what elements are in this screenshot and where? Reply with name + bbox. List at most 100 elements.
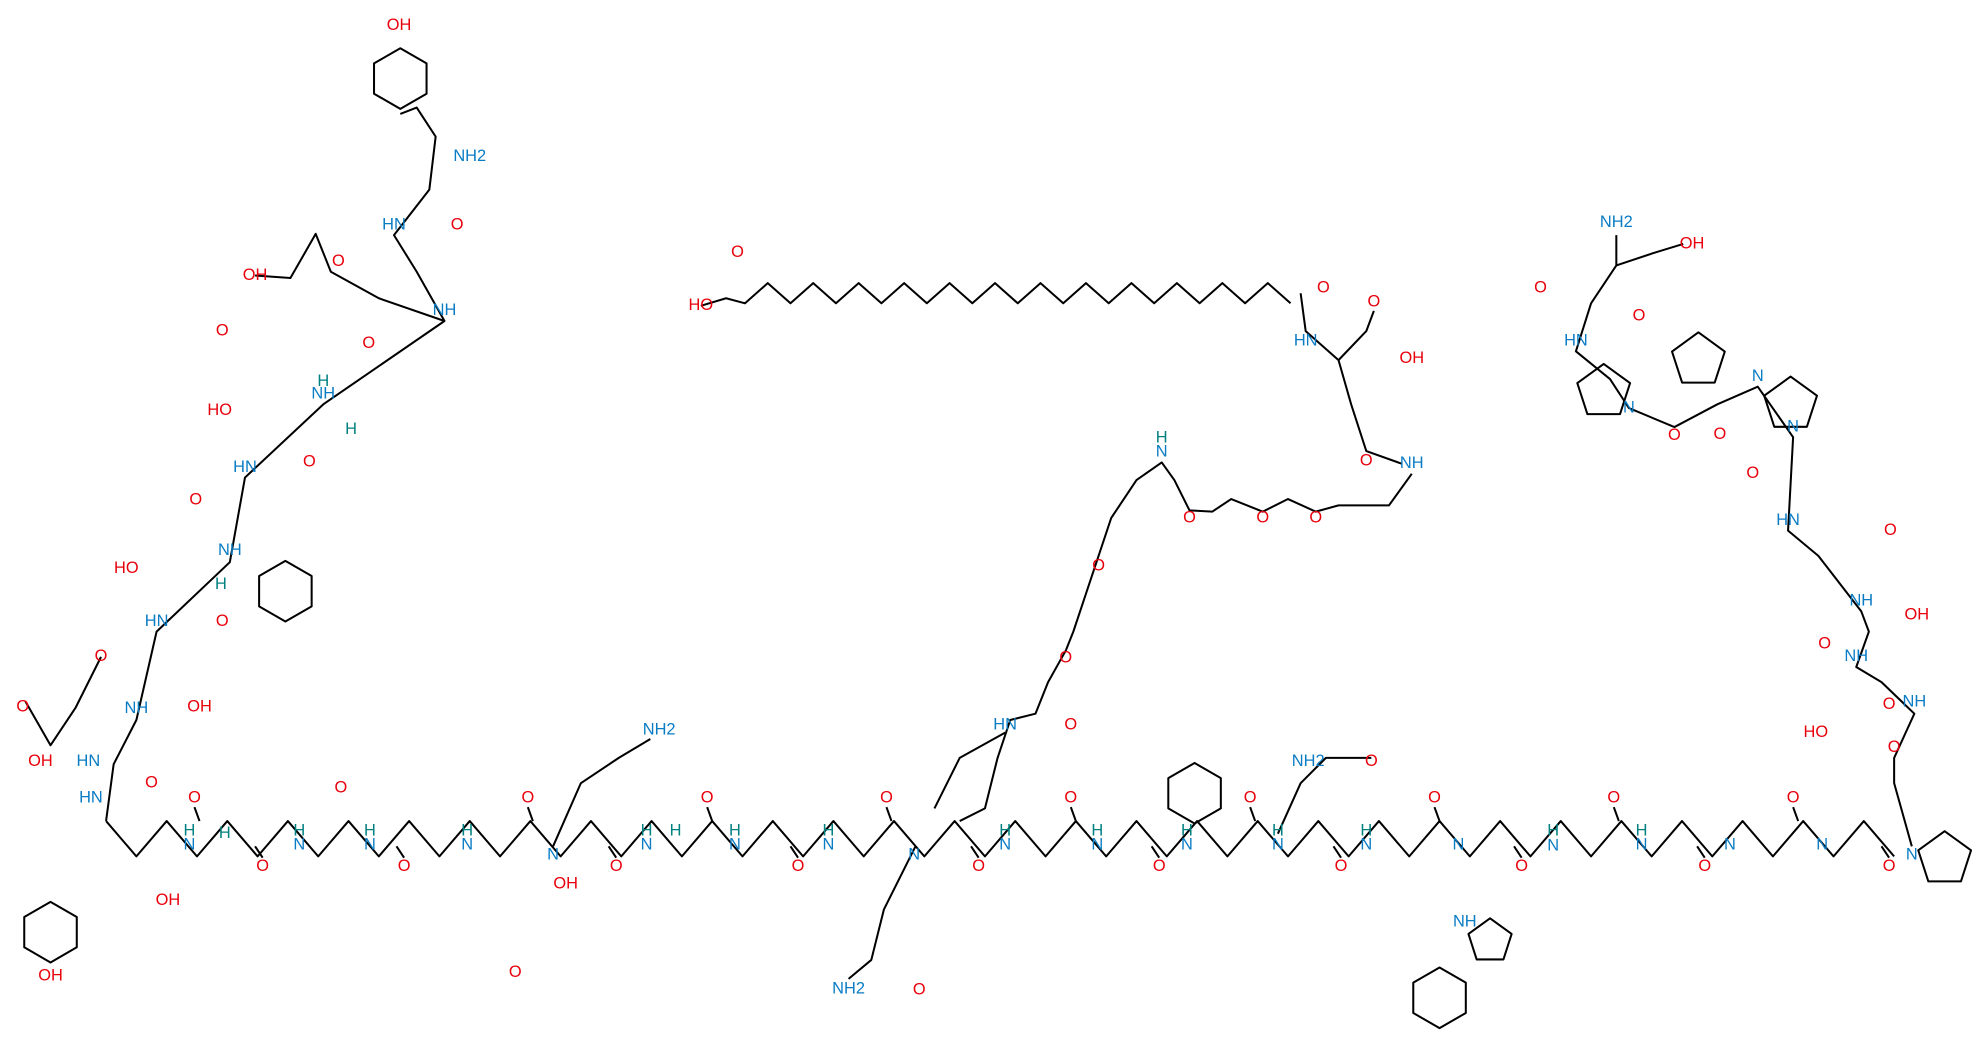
atom-label-o: O: [362, 334, 375, 352]
atom-label-o: O: [1256, 508, 1269, 526]
atom-label-hn: HN: [77, 752, 101, 770]
atom-label-o: O: [1360, 451, 1373, 469]
carbonyl-bond: [526, 806, 534, 822]
atom-label-h: H: [670, 821, 682, 839]
atom-label-h: H: [1091, 821, 1103, 839]
gln-sidechain-bond: [1276, 756, 1372, 835]
atom-label-n: N: [1906, 845, 1918, 863]
atom-label-o: O: [1633, 306, 1646, 324]
carbonyl-bond: [193, 806, 201, 822]
atom-label-n: N: [822, 835, 834, 853]
atom-label-o: O: [398, 857, 411, 875]
carbonyl-bond: [1880, 845, 1890, 859]
atom-label-n: N: [364, 835, 376, 853]
backbone-bond: [105, 820, 1895, 858]
atom-label-nh: NH: [1844, 647, 1868, 665]
atom-label-o: O: [1698, 857, 1711, 875]
atom-label-o: O: [256, 857, 269, 875]
carbonyl-bond: [970, 845, 980, 859]
atom-label-oh: OH: [1680, 234, 1705, 252]
atom-label-o: O: [1064, 789, 1077, 807]
atom-label-o: O: [216, 321, 229, 339]
atom-label-o: O: [189, 491, 202, 509]
atom-label-nh: NH: [1453, 912, 1477, 930]
atom-label-o: O: [972, 857, 985, 875]
carbonyl-bond: [1150, 845, 1161, 859]
carbonyl-bond: [1069, 806, 1077, 822]
phenylalanine-ring: [1167, 761, 1222, 825]
atom-label-o: O: [1317, 278, 1330, 296]
proline-ring: [1917, 830, 1973, 883]
atom-label-o: O: [303, 453, 316, 471]
atom-label-hn: HN: [145, 612, 169, 630]
atom-label-nh: NH: [125, 699, 149, 717]
atom-label-hn: HN: [1294, 332, 1318, 350]
atom-label-n: N: [908, 845, 920, 863]
atom-label-nh2: NH2: [1600, 213, 1633, 231]
atom-label-nh2: NH2: [832, 979, 865, 997]
atom-label-o: O: [610, 857, 623, 875]
atom-label-o: O: [1059, 648, 1072, 666]
atom-label-nh: NH: [1849, 592, 1873, 610]
atom-label-n: N: [729, 835, 741, 853]
carbonyl-bond: [1612, 806, 1620, 822]
atom-label-o: O: [1365, 752, 1378, 770]
atom-label-nh: NH: [1400, 454, 1424, 472]
fatty-acid-chain-bond: [700, 282, 1292, 307]
atom-label-o: O: [731, 243, 744, 261]
atom-label-o: O: [1309, 508, 1322, 526]
ser-sidechain-bond: [1616, 242, 1684, 267]
atom-label-n: N: [461, 835, 473, 853]
carbonyl-bond: [1696, 845, 1706, 859]
asp-sidechain-bond: [24, 656, 102, 747]
atom-label-o: O: [1883, 857, 1896, 875]
atom-label-nh: NH: [433, 301, 457, 319]
atom-label-n: N: [547, 845, 559, 863]
atom-label-n: N: [293, 835, 305, 853]
atom-label-oh: OH: [1399, 349, 1424, 367]
atom-label-h: H: [1181, 821, 1193, 839]
carbonyl-bond: [789, 845, 799, 859]
atom-label-o: O: [701, 789, 714, 807]
atom-label-oh: OH: [1905, 606, 1930, 624]
atom-label-h: H: [1636, 821, 1648, 839]
atom-label-n: N: [1453, 835, 1465, 853]
atom-label-o: O: [1092, 556, 1105, 574]
atom-label-hn: HN: [79, 789, 103, 807]
atom-label-o: O: [16, 698, 29, 716]
atom-label-n: N: [1724, 835, 1736, 853]
atom-label-n: N: [1623, 398, 1635, 416]
atom-label-h: H: [215, 575, 227, 593]
atom-label-nh: NH: [311, 385, 335, 403]
phenylalanine-ring: [258, 559, 313, 623]
lys-sidechain-bond: [933, 731, 1006, 809]
carbonyl-bond: [607, 845, 618, 859]
atom-label-n: N: [641, 835, 653, 853]
atom-label-oh: OH: [156, 891, 181, 909]
carbonyl-bond: [395, 845, 405, 859]
atom-label-h: H: [641, 821, 653, 839]
atom-label-o: O: [145, 773, 158, 791]
c-terminal-chain-bond: [1574, 235, 1916, 847]
tyrosine-ring: [23, 900, 78, 964]
atom-label-n: N: [1636, 835, 1648, 853]
proline-ring: [1671, 331, 1726, 384]
atom-label-o: O: [1713, 425, 1726, 443]
indole-pyrrole-ring: [1467, 917, 1513, 961]
carbonyl-bond: [1792, 806, 1800, 822]
proline-ring: [1763, 375, 1818, 428]
atom-label-o: O: [913, 981, 926, 999]
atom-label-o: O: [1153, 857, 1166, 875]
atom-label-oh: OH: [38, 967, 63, 985]
carbonyl-bond: [1332, 845, 1342, 859]
atom-label-o: O: [1746, 464, 1759, 482]
glu-linker-bond: [1337, 359, 1402, 465]
atom-label-n: N: [999, 835, 1011, 853]
atom-label-hn: HN: [382, 215, 406, 233]
atom-label-o: O: [216, 612, 229, 630]
atom-label-h: H: [729, 821, 741, 839]
atom-label-o: O: [1787, 789, 1800, 807]
atom-label-o: O: [1668, 426, 1681, 444]
atom-label-o: O: [1515, 857, 1528, 875]
